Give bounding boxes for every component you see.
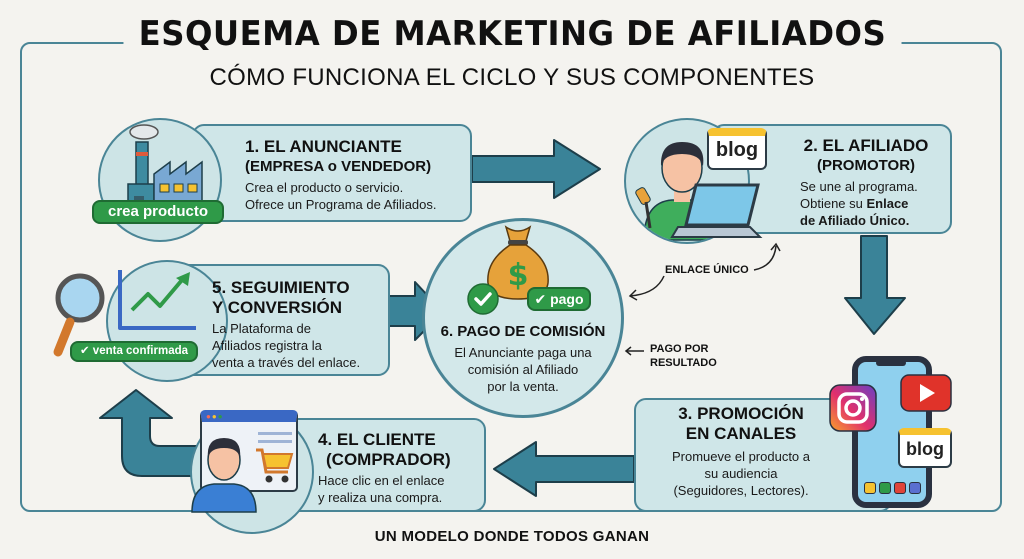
step-4-subtitle: (COMPRADOR) — [326, 450, 451, 469]
step-1-content: 1. EL ANUNCIANTE (EMPRESA o VENDEDOR) Cr… — [245, 137, 475, 213]
youtube-icon — [900, 374, 952, 412]
step-3-line-1: Promueve el producto a — [671, 449, 811, 464]
step-6-line-3: por la venta. — [487, 379, 559, 394]
step-3-subtitle: EN CANALES — [685, 424, 797, 443]
venta-confirmada-label: venta confirmada — [92, 345, 189, 357]
resultado-label: RESULTADO — [650, 357, 717, 369]
pago-label: pago — [550, 291, 584, 307]
step-2-line-3: de Afiliado Único. — [800, 212, 950, 229]
crea-producto-badge: crea producto — [92, 200, 224, 224]
step-6-line-2: comisión al Afiliado — [467, 362, 579, 377]
step-5-line-2: Afiliados registra la — [212, 338, 322, 353]
step-5-line-3: venta a través del enlace. — [212, 355, 361, 370]
shopping-cart-icon — [256, 448, 294, 483]
step-2-blog-bubble: blog — [707, 128, 767, 170]
check-circle-icon — [467, 283, 499, 315]
step-6-line-1: El Anunciante paga una — [454, 345, 592, 360]
step-2-line-2b: Enlace — [866, 196, 909, 211]
curved-arrow-link-icon — [628, 242, 781, 301]
header: ESQUEMA DE MARKETING DE AFILIADOS — [0, 14, 1024, 54]
step-6-title: 6. PAGO DE COMISIÓN — [440, 323, 606, 340]
step-2-line-2a: Obtiene su — [800, 196, 863, 211]
pago-por-resultado-label: PAGO POR RESULTADO — [650, 342, 717, 370]
step-2-line-2: Obtiene su Enlace — [800, 195, 950, 212]
step-2-line-1: Se une al programa. — [800, 179, 918, 194]
step-1-card — [192, 124, 472, 222]
step-5-title: 5. SEGUIMIENTO — [212, 278, 350, 297]
step-2-content: 2. EL AFILIADO (PROMOTOR) — [776, 136, 956, 175]
step-1-title: 1. EL ANUNCIANTE — [245, 137, 402, 156]
customer-person-icon — [191, 438, 257, 513]
step-5-line-1: La Plataforma de — [212, 321, 312, 336]
laptop-icon — [670, 183, 763, 238]
step-2-line-3b: de Afiliado Único. — [800, 213, 910, 228]
step-1-subtitle: (EMPRESA o VENDEDOR) — [245, 158, 432, 175]
step-3-line-3: (Seguidores, Lectores). — [673, 483, 809, 498]
step-4-line-1: Hace clic en el enlace — [318, 473, 445, 488]
blog-label: blog — [715, 139, 759, 161]
arrow-to-payment-icon — [624, 346, 644, 356]
step-2-text: Se une al programa. Obtiene su Enlace de… — [800, 178, 950, 229]
step-5-subtitle: Y CONVERSIÓN — [212, 298, 343, 317]
analytics-chart-icon — [118, 270, 196, 330]
step-1-line-2: Ofrece un Programa de Afiliados. — [245, 197, 437, 212]
check-icon: ✔ — [79, 345, 90, 357]
enlace-unico-label: ENLACE ÚNICO — [665, 264, 749, 276]
step-5-content: 5. SEGUIMIENTO Y CONVERSIÓN La Plataform… — [212, 278, 390, 371]
step-3-line-2: su audiencia — [704, 466, 778, 481]
arrow-left-icon — [493, 441, 635, 497]
page-title: ESQUEMA DE MARKETING DE AFILIADOS — [123, 14, 901, 54]
app-dots-icon — [864, 482, 921, 494]
step-4-title: 4. EL CLIENTE — [318, 430, 436, 449]
blog-label: blog — [906, 439, 944, 459]
arrow-right-icon — [471, 139, 601, 199]
step-1-line-1: Crea el producto o servicio. — [245, 180, 404, 195]
step-3-blog-bubble: blog — [898, 428, 952, 468]
page-subtitle: CÓMO FUNCIONA EL CICLO Y SUS COMPONENTES — [209, 64, 815, 91]
venta-confirmada-badge: ✔ venta confirmada — [70, 341, 198, 362]
magnifier-icon — [53, 273, 105, 357]
pago-por-label: PAGO POR — [650, 343, 709, 355]
step-6-content: 6. PAGO DE COMISIÓN El Anunciante paga u… — [424, 322, 622, 395]
instagram-icon — [829, 384, 877, 432]
window-dots-icon: ●●● — [206, 412, 224, 421]
step-2-title: 2. EL AFILIADO — [803, 136, 929, 155]
arrow-up-bent-icon — [99, 389, 203, 477]
step-4-content: 4. EL CLIENTE (COMPRADOR) Hace clic en e… — [318, 430, 486, 506]
footer-tagline: UN MODELO DONDE TODOS GANAN — [362, 528, 662, 545]
svg-text:$: $ — [508, 258, 529, 293]
step-3-title: 3. PROMOCIÓN — [678, 404, 804, 423]
money-bag-icon: $ — [487, 225, 549, 300]
footer: UN MODELO DONDE TODOS GANAN — [0, 528, 1024, 546]
step-2-subtitle: (PROMOTOR) — [816, 157, 916, 174]
pago-badge: ✔ pago — [527, 287, 591, 311]
arrow-down-icon — [844, 235, 906, 335]
check-icon: ✔ — [534, 291, 547, 307]
step-4-line-2: y realiza una compra. — [318, 490, 443, 505]
step-3-content: 3. PROMOCIÓN EN CANALES Promueve el prod… — [636, 404, 846, 499]
